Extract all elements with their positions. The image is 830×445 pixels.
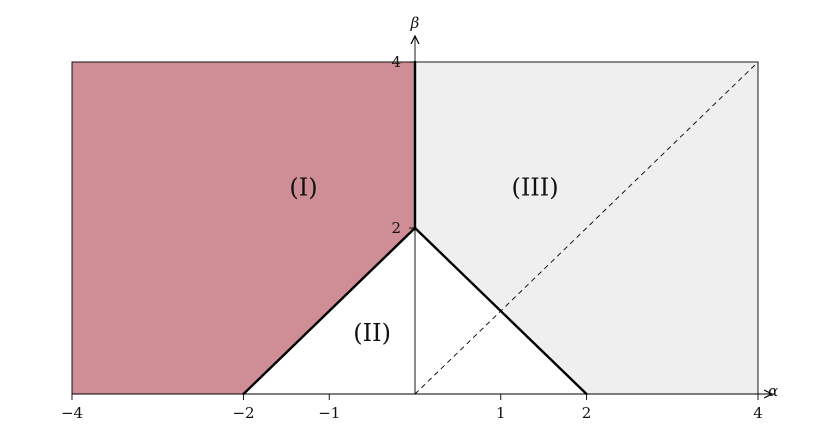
y-tick-label: 4 <box>391 53 401 71</box>
labels-layer: α β (I) (II) (III) <box>289 14 778 400</box>
region-2-label: (II) <box>353 319 391 347</box>
dashed-diagonal-line <box>414 61 759 395</box>
x-tick-label: 1 <box>496 404 506 422</box>
region-1-label: (I) <box>289 174 317 202</box>
boundary-line-2 <box>413 226 588 396</box>
y-tick-label: 2 <box>391 219 401 237</box>
x-tick-label: −1 <box>318 404 340 422</box>
region-3-label: (III) <box>511 174 558 202</box>
x-tick-label: 4 <box>753 404 763 422</box>
x-tick-label: −2 <box>232 404 254 422</box>
x-tick-label: 2 <box>582 404 592 422</box>
axes-layer: −4 −2 −1 1 2 4 2 4 <box>61 36 772 422</box>
x-tick-label: −4 <box>61 404 83 422</box>
boundary-line-1 <box>242 226 417 396</box>
alpha-axis-label: α <box>768 382 778 400</box>
beta-axis-label: β <box>410 14 420 32</box>
